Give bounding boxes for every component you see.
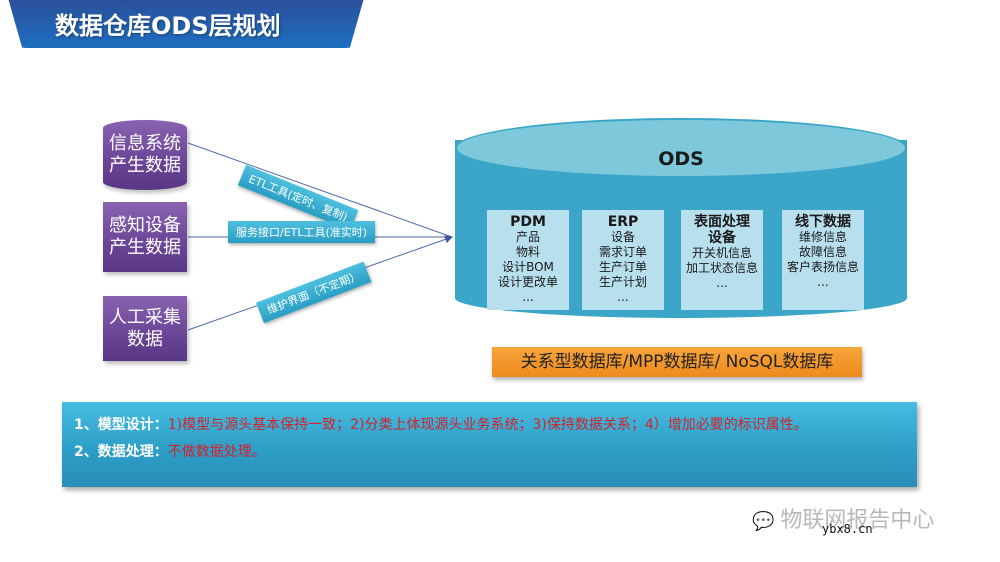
panel-item: 设计更改单: [497, 275, 558, 289]
source-info-system: 信息系统 产生数据: [103, 120, 187, 190]
note-value: 不做数据处理。: [167, 444, 266, 460]
source-label: 产生数据: [109, 237, 181, 258]
panel-item: 物料: [515, 245, 540, 259]
ods-panel-erp: ERP 设备 需求订单 生产订单 生产计划 ...: [582, 210, 664, 310]
note-value: 1)模型与源头基本保持一致；2)分类上体现源头业务系统；3)保持数据关系；4）增…: [167, 417, 808, 433]
wechat-icon: 💬: [752, 511, 775, 532]
panel-item: 设备: [610, 230, 635, 244]
notes-box: 1、模型设计：1)模型与源头基本保持一致；2)分类上体现源头业务系统；3)保持数…: [62, 402, 917, 487]
ods-panel-offline-data: 线下数据 维修信息 故障信息 客户表扬信息 ...: [782, 210, 864, 310]
source-label: 感知设备: [109, 215, 181, 236]
watermark-url: ybx8.cn: [822, 522, 873, 536]
panel-item: 故障信息: [798, 245, 847, 259]
note-key: 1、模型设计：: [74, 417, 168, 433]
panel-item: 加工状态信息: [685, 261, 758, 275]
panel-heading: PDM: [510, 214, 546, 230]
ods-panel-pdm: PDM 产品 物料 设计BOM 设计更改单 ...: [487, 210, 569, 310]
ods-cylinder-top: [455, 118, 907, 178]
source-label: 信息系统: [109, 133, 181, 154]
panel-item: ...: [716, 276, 728, 290]
title-banner: [8, 0, 364, 48]
panel-item: 生产订单: [598, 260, 647, 274]
storage-types-bar: 关系型数据库/MPP数据库/ NoSQL数据库: [492, 347, 862, 377]
note-key: 2、数据处理：: [74, 444, 168, 460]
source-sensor-device: 感知设备 产生数据: [103, 202, 187, 272]
panel-item: ...: [522, 290, 534, 304]
panel-item: 产品: [515, 230, 540, 244]
source-label: 产生数据: [109, 155, 181, 176]
source-label: 数据: [127, 328, 163, 350]
panel-item: 生产计划: [598, 275, 647, 289]
source-label: 人工采集: [109, 306, 181, 328]
page-title: 数据仓库ODS层规划: [55, 12, 281, 40]
panel-item: 设计BOM: [502, 260, 554, 274]
panel-item: ...: [817, 275, 829, 289]
panel-item: 客户表扬信息: [786, 260, 859, 274]
panel-item: 开关机信息: [691, 246, 752, 260]
panel-heading: 线下数据: [795, 214, 851, 230]
note-line-data-processing: 2、数据处理：不做数据处理。: [74, 439, 905, 466]
watermark: 💬物联网报告中心: [752, 502, 934, 534]
ods-panel-surface-treatment: 表面处理设备 开关机信息 加工状态信息 ...: [681, 210, 763, 310]
ods-label: ODS: [658, 148, 704, 170]
watermark-text: 物联网报告中心: [780, 508, 935, 533]
source-manual-collection: 人工采集 数据: [103, 296, 187, 361]
panel-heading: 表面处理设备: [694, 214, 750, 246]
note-line-model-design: 1、模型设计：1)模型与源头基本保持一致；2)分类上体现源头业务系统；3)保持数…: [74, 412, 905, 439]
connector-label-service: 服务接口/ETL工具(准实时): [228, 221, 376, 243]
panel-item: ...: [617, 290, 629, 304]
panel-heading: ERP: [607, 214, 639, 230]
panel-item: 维修信息: [798, 230, 847, 244]
panel-item: 需求订单: [598, 245, 647, 259]
